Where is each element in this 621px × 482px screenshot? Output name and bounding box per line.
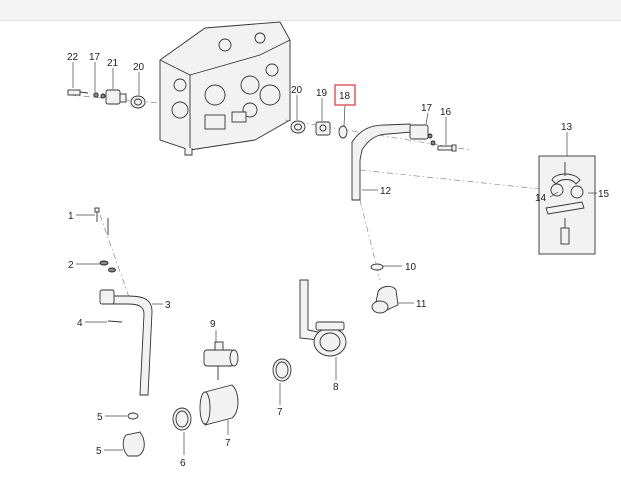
callout-4[interactable]: 4: [77, 318, 83, 329]
callout-9[interactable]: 8: [333, 382, 339, 393]
elbow-6: [122, 431, 145, 457]
washer-2: [99, 260, 116, 273]
oring-5b: [370, 263, 384, 271]
callout-12[interactable]: 12: [380, 186, 392, 197]
callout-labels: 22 17 21 20 20 19 18 17 16 13 12 14 15 1…: [67, 52, 610, 469]
clip-4: [107, 320, 123, 323]
callout-10[interactable]: 9: [210, 319, 216, 330]
bolt-1: [94, 207, 109, 235]
callout-11[interactable]: 11: [416, 299, 427, 310]
callout-6[interactable]: 5: [96, 446, 102, 457]
bracket-9: [299, 279, 347, 357]
ring-7a: [172, 407, 192, 431]
bracket-assembly-13: [538, 155, 596, 255]
callout-21[interactable]: 21: [107, 58, 119, 69]
oring-18: [338, 125, 348, 139]
transmission-housing: [159, 21, 291, 156]
pipe-12: [351, 123, 413, 201]
callout-5b[interactable]: 10: [405, 262, 417, 273]
callout-20a[interactable]: 20: [133, 62, 145, 73]
pipe-3: [99, 289, 153, 396]
callout-16[interactable]: 16: [440, 107, 452, 118]
clamp-21: [105, 89, 127, 105]
valve-10: [203, 341, 239, 380]
callout-8[interactable]: 7: [225, 438, 231, 449]
callout-19[interactable]: 19: [316, 88, 328, 99]
washer-17a: [93, 92, 106, 99]
callout-18[interactable]: 18: [339, 91, 351, 102]
bolt-16: [437, 144, 457, 152]
ring-20a: [130, 95, 146, 109]
callout-lines: [72, 62, 597, 455]
callout-7a[interactable]: 6: [180, 458, 186, 469]
filter-8: [199, 384, 239, 426]
oring-5a: [127, 412, 139, 420]
callout-1[interactable]: 1: [68, 211, 74, 222]
bolt-22: [67, 89, 89, 96]
top-bar: [0, 0, 621, 21]
callout-13[interactable]: 13: [561, 122, 573, 133]
callout-7b[interactable]: 7: [277, 407, 283, 418]
callout-2[interactable]: 2: [68, 260, 74, 271]
callout-15[interactable]: 15: [598, 189, 610, 200]
highlight-box-18[interactable]: [334, 84, 356, 106]
callout-17a[interactable]: 17: [89, 52, 101, 63]
callout-5a[interactable]: 5: [97, 412, 103, 423]
callout-20b[interactable]: 20: [291, 85, 303, 96]
flange-17b: [409, 124, 436, 146]
ring-20b: [290, 120, 306, 134]
callout-14[interactable]: 14: [535, 193, 547, 204]
ring-7b: [272, 358, 292, 382]
clamp-19: [315, 121, 331, 136]
callout-22[interactable]: 22: [67, 52, 79, 63]
callout-17b[interactable]: 17: [421, 103, 433, 114]
elbow-11: [371, 285, 399, 314]
callout-3[interactable]: 3: [165, 300, 171, 311]
